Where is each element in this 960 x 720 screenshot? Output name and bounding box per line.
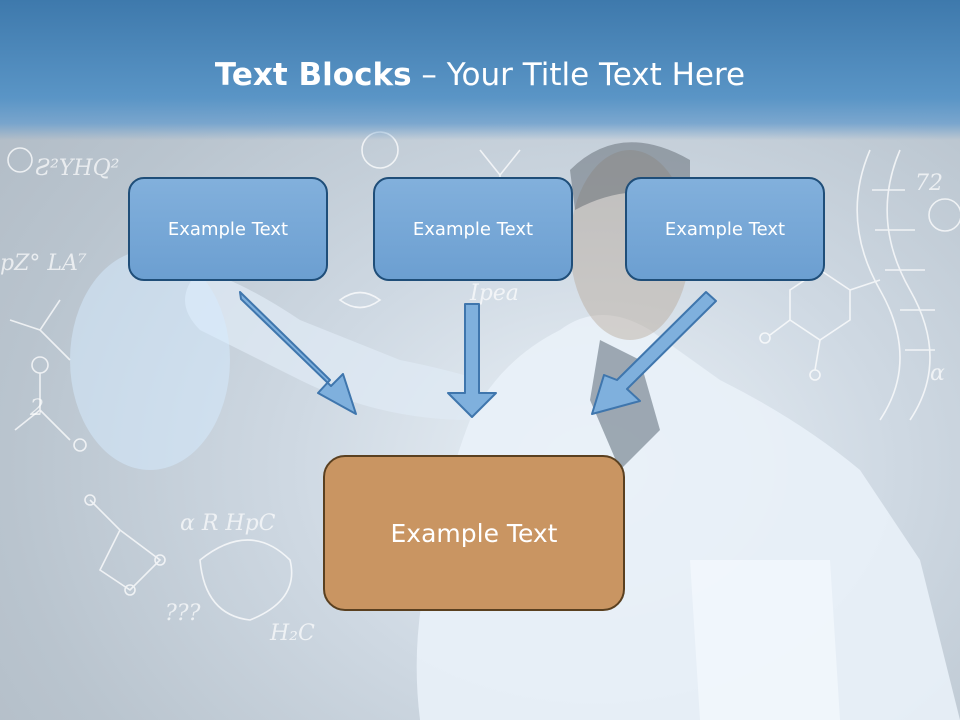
text-block-2-label: Example Text xyxy=(412,218,534,240)
arrow-left xyxy=(239,291,357,415)
svg-text:???: ??? xyxy=(165,601,201,626)
text-block-3[interactable]: Example Text xyxy=(625,177,825,281)
result-block[interactable]: Example Text xyxy=(323,455,625,611)
svg-text:H₂C: H₂C xyxy=(269,621,315,646)
svg-text:Ipea: Ipea xyxy=(469,281,519,306)
arrow-center xyxy=(447,303,497,418)
svg-text:α R HpC: α R HpC xyxy=(180,511,276,536)
title-bold-text: Text Blocks xyxy=(214,57,412,93)
text-block-3-label: Example Text xyxy=(664,218,786,240)
svg-text:2: 2 xyxy=(29,396,44,421)
svg-text:pZ° LA⁷: pZ° LA⁷ xyxy=(0,251,87,276)
svg-text:72: 72 xyxy=(915,171,943,196)
result-block-label: Example Text xyxy=(390,518,558,548)
text-block-1-label: Example Text xyxy=(167,218,289,240)
arrow-right xyxy=(591,291,717,415)
svg-text:α: α xyxy=(930,361,945,386)
svg-text:Ƨ²YHQ²: Ƨ²YHQ² xyxy=(35,156,119,181)
title-separator: – xyxy=(411,57,447,93)
text-block-1[interactable]: Example Text xyxy=(128,177,328,281)
slide-title: Text Blocks – Your Title Text Here xyxy=(0,52,960,98)
text-block-2[interactable]: Example Text xyxy=(373,177,573,281)
title-rest-text: Your Title Text Here xyxy=(446,57,746,93)
title-bar xyxy=(0,0,960,140)
